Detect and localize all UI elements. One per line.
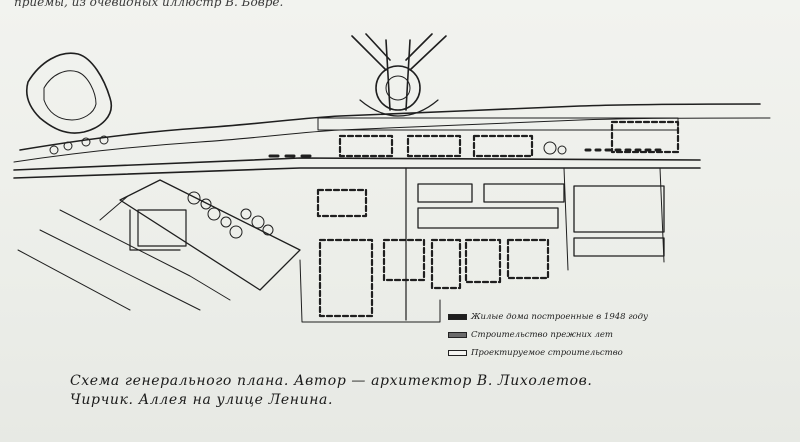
block-e3 bbox=[417, 207, 559, 229]
caption-line-1: Схема генерального плана. Автор — архите… bbox=[70, 373, 593, 389]
caption-line-2: Чирчик. Аллея на улице Ленина. bbox=[70, 392, 334, 408]
figure-caption: Схема генерального плана. Автор — архите… bbox=[70, 372, 770, 410]
map-legend: Жилые дома построенные в 1948 году Строи… bbox=[448, 308, 728, 362]
axis-fan-inner-left bbox=[365, 33, 391, 61]
legend-item-built: Жилые дома построенные в 1948 году bbox=[448, 308, 728, 326]
park-outline bbox=[25, 52, 113, 134]
block-w2 bbox=[318, 238, 374, 318]
district-diagonal-1 bbox=[119, 179, 301, 291]
district-diagonal-5 bbox=[17, 249, 131, 311]
axis-fan-inner-right bbox=[405, 33, 433, 61]
canal-lower-bank bbox=[13, 117, 771, 163]
district-diagonal-4 bbox=[59, 209, 231, 301]
block-e1 bbox=[417, 183, 473, 203]
park-inner bbox=[43, 70, 97, 121]
south-boundary bbox=[299, 259, 441, 323]
main-avenue-top bbox=[13, 157, 701, 171]
block-e5 bbox=[573, 237, 665, 257]
block-e4 bbox=[573, 185, 665, 233]
legend-item-planned: Проектируемое строительство bbox=[448, 344, 728, 362]
street-v3 bbox=[659, 167, 665, 263]
canal-upper-bank bbox=[19, 103, 761, 151]
district-diagonal-2 bbox=[99, 195, 129, 221]
legend-label-planned: Проектируемое строительство bbox=[471, 348, 623, 358]
central-square-inner bbox=[385, 75, 411, 101]
block-n1 bbox=[338, 134, 394, 158]
axis-fan-right bbox=[409, 35, 447, 71]
central-square bbox=[375, 65, 421, 111]
district-diagonal-6 bbox=[129, 209, 181, 251]
block-w4 bbox=[430, 238, 462, 290]
street-v2 bbox=[563, 167, 569, 271]
axis-fan-left bbox=[351, 35, 387, 71]
district-block bbox=[137, 209, 187, 247]
district-diagonal-3 bbox=[39, 229, 201, 311]
cropped-top-text: приемы, из очевидных иллюстр В. Бовре. bbox=[14, 0, 284, 8]
square-wings bbox=[359, 99, 439, 117]
legend-label-prewar: Строительство прежних лет bbox=[471, 330, 613, 340]
central-axis-left bbox=[385, 39, 391, 111]
legend-swatch-planned bbox=[448, 350, 467, 356]
legend-label-built: Жилые дома построенные в 1948 году bbox=[471, 312, 648, 322]
legend-swatch-built bbox=[448, 314, 467, 320]
block-e2 bbox=[483, 183, 565, 203]
legend-swatch-prewar bbox=[448, 332, 467, 338]
block-n2 bbox=[406, 134, 462, 158]
block-n3 bbox=[472, 134, 534, 158]
tree-clusters bbox=[49, 135, 567, 239]
central-axis-right bbox=[405, 39, 411, 111]
block-w1 bbox=[316, 188, 368, 218]
block-w6 bbox=[506, 238, 550, 280]
legend-item-prewar: Строительство прежних лет bbox=[448, 326, 728, 344]
block-w3 bbox=[382, 238, 426, 282]
block-n4 bbox=[610, 120, 680, 154]
block-w5 bbox=[464, 238, 502, 284]
main-avenue-bottom bbox=[13, 167, 701, 179]
